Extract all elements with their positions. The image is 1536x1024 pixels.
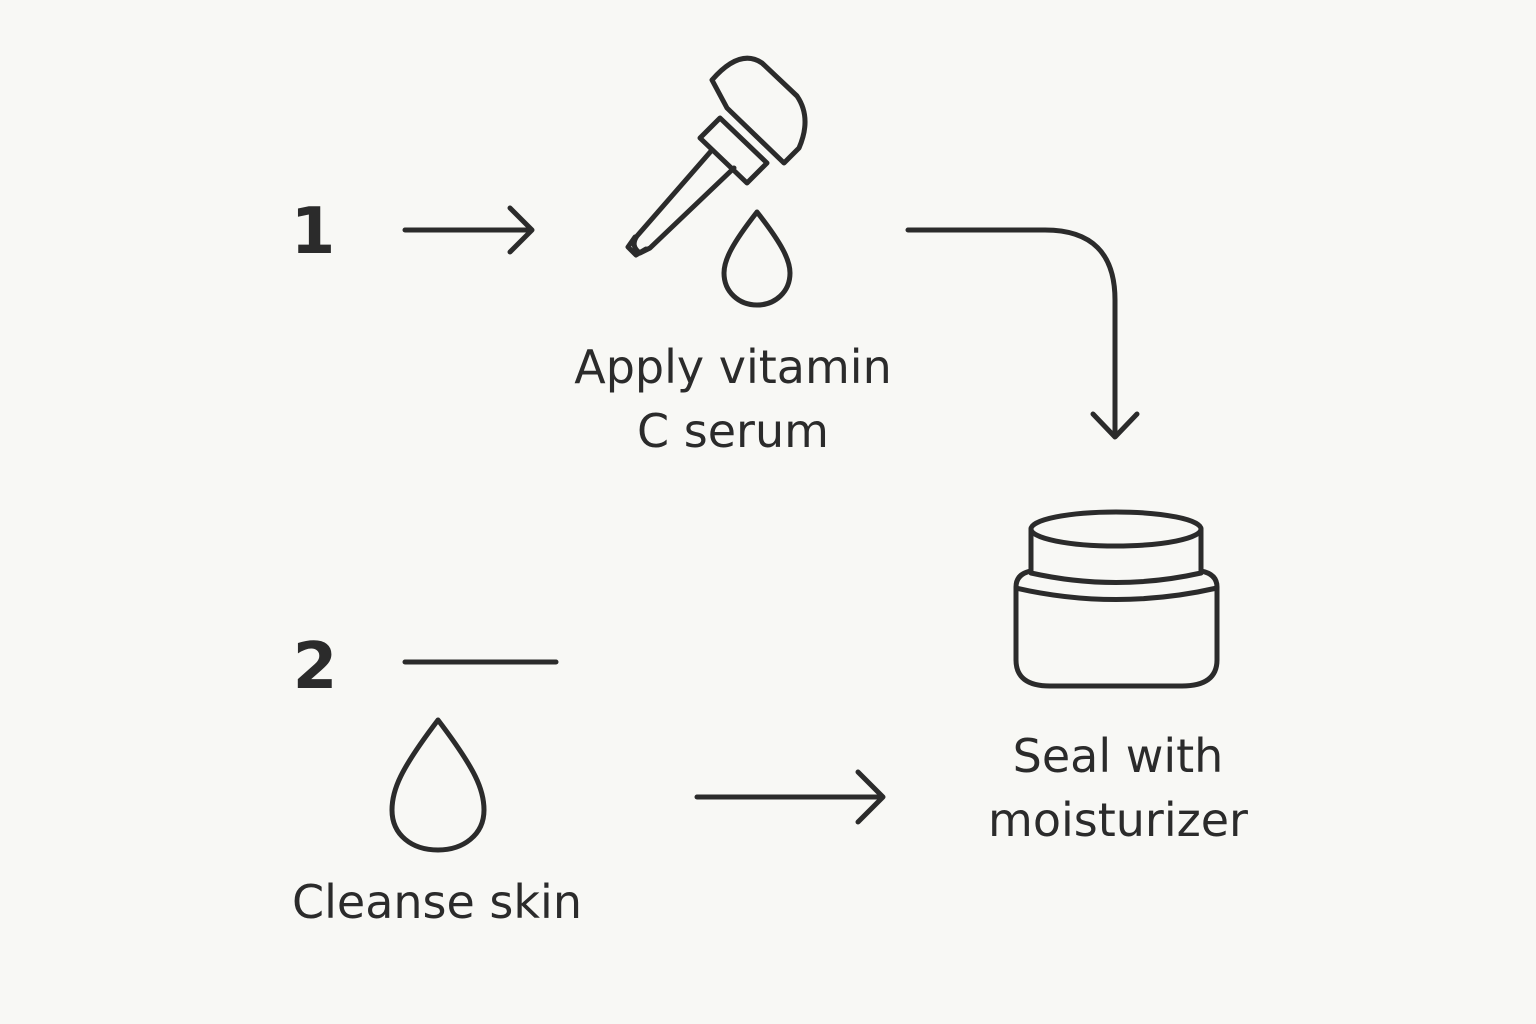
- serum-label-line2: C serum: [637, 404, 829, 458]
- jar-icon: [1013, 509, 1220, 689]
- drop-icon: [721, 209, 793, 308]
- serum-label-line1: Apply vitamin: [574, 340, 892, 394]
- arrow-cleanse-to-moisturizer: [694, 769, 886, 825]
- step-2-number: 2: [292, 630, 338, 704]
- drop-icon: [389, 717, 487, 853]
- step-1-number: 1: [290, 195, 336, 269]
- moisturizer-label-line2: moisturizer: [988, 793, 1248, 847]
- moisturizer-label: Seal with moisturizer: [958, 724, 1278, 852]
- moisturizer-label-line1: Seal with: [1012, 729, 1224, 783]
- dropper-icon: [625, 55, 808, 258]
- arrow-step1-to-serum: [402, 205, 535, 255]
- arrow-serum-to-moisturizer: [905, 227, 1140, 440]
- cleanse-label: Cleanse skin: [292, 875, 582, 929]
- serum-label: Apply vitamin C serum: [533, 335, 933, 463]
